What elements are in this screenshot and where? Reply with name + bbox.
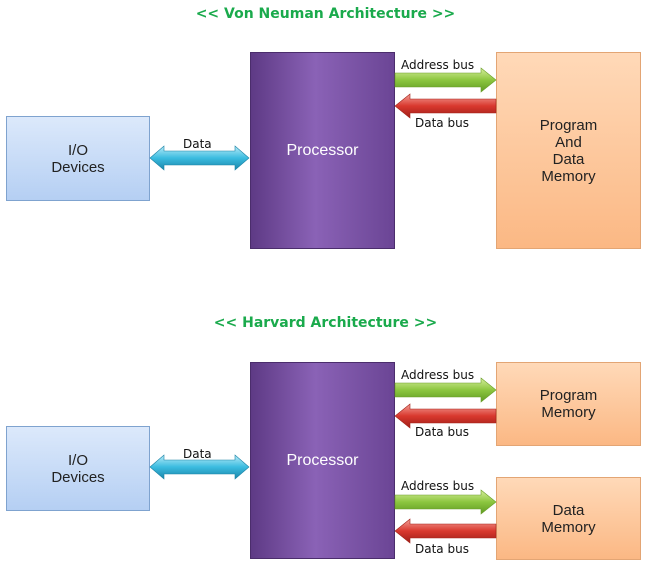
hv-io-devices-box: I/O Devices: [6, 426, 150, 511]
vn-memory-box: Program And Data Memory: [496, 52, 641, 249]
vn-data-bus-label: Data bus: [415, 116, 469, 130]
von-neuman-title: << Von Neuman Architecture >>: [195, 6, 456, 22]
hv-program-memory-line2: Memory: [541, 404, 596, 421]
vn-io-line1: I/O: [67, 141, 88, 159]
vn-data-bus-arrow: [394, 93, 497, 119]
vn-processor-label: Processor: [286, 142, 359, 159]
hv-data-address-bus-label: Address bus: [401, 479, 475, 493]
vn-io-devices-box: I/O Devices: [6, 116, 150, 201]
vn-data-label: Data: [183, 137, 212, 151]
vn-processor-box: Processor: [250, 52, 395, 249]
vn-memory-line3: Data: [552, 150, 585, 168]
hv-program-address-bus-label: Address bus: [401, 368, 475, 382]
hv-processor-label: Processor: [286, 452, 359, 469]
hv-data-data-bus-arrow: [394, 518, 497, 544]
hv-program-memory-box: Program Memory: [496, 362, 641, 446]
vn-data-arrow: [149, 145, 250, 171]
hv-program-memory-line1: Program: [539, 387, 598, 404]
hv-program-data-bus-arrow: [394, 403, 497, 429]
hv-data-label: Data: [183, 447, 212, 461]
hv-program-address-bus-arrow: [394, 377, 497, 403]
hv-data-memory-box: Data Memory: [496, 477, 641, 560]
vn-address-bus-arrow: [394, 67, 497, 93]
vn-address-bus-label: Address bus: [401, 58, 475, 72]
hv-data-memory-line1: Data: [552, 501, 585, 519]
vn-memory-line2: And: [555, 133, 582, 151]
hv-data-memory-line2: Memory: [541, 518, 596, 536]
hv-program-data-bus-label: Data bus: [415, 425, 469, 439]
vn-memory-line1: Program: [539, 116, 598, 134]
hv-data-address-bus-arrow: [394, 489, 497, 515]
hv-data-arrow: [149, 454, 250, 480]
hv-io-line2: Devices: [51, 468, 105, 486]
harvard-title: << Harvard Architecture >>: [213, 315, 438, 331]
vn-memory-line4: Memory: [541, 167, 596, 185]
vn-io-line2: Devices: [51, 158, 105, 176]
hv-processor-box: Processor: [250, 362, 395, 559]
hv-data-data-bus-label: Data bus: [415, 542, 469, 556]
hv-io-line1: I/O: [67, 451, 88, 469]
